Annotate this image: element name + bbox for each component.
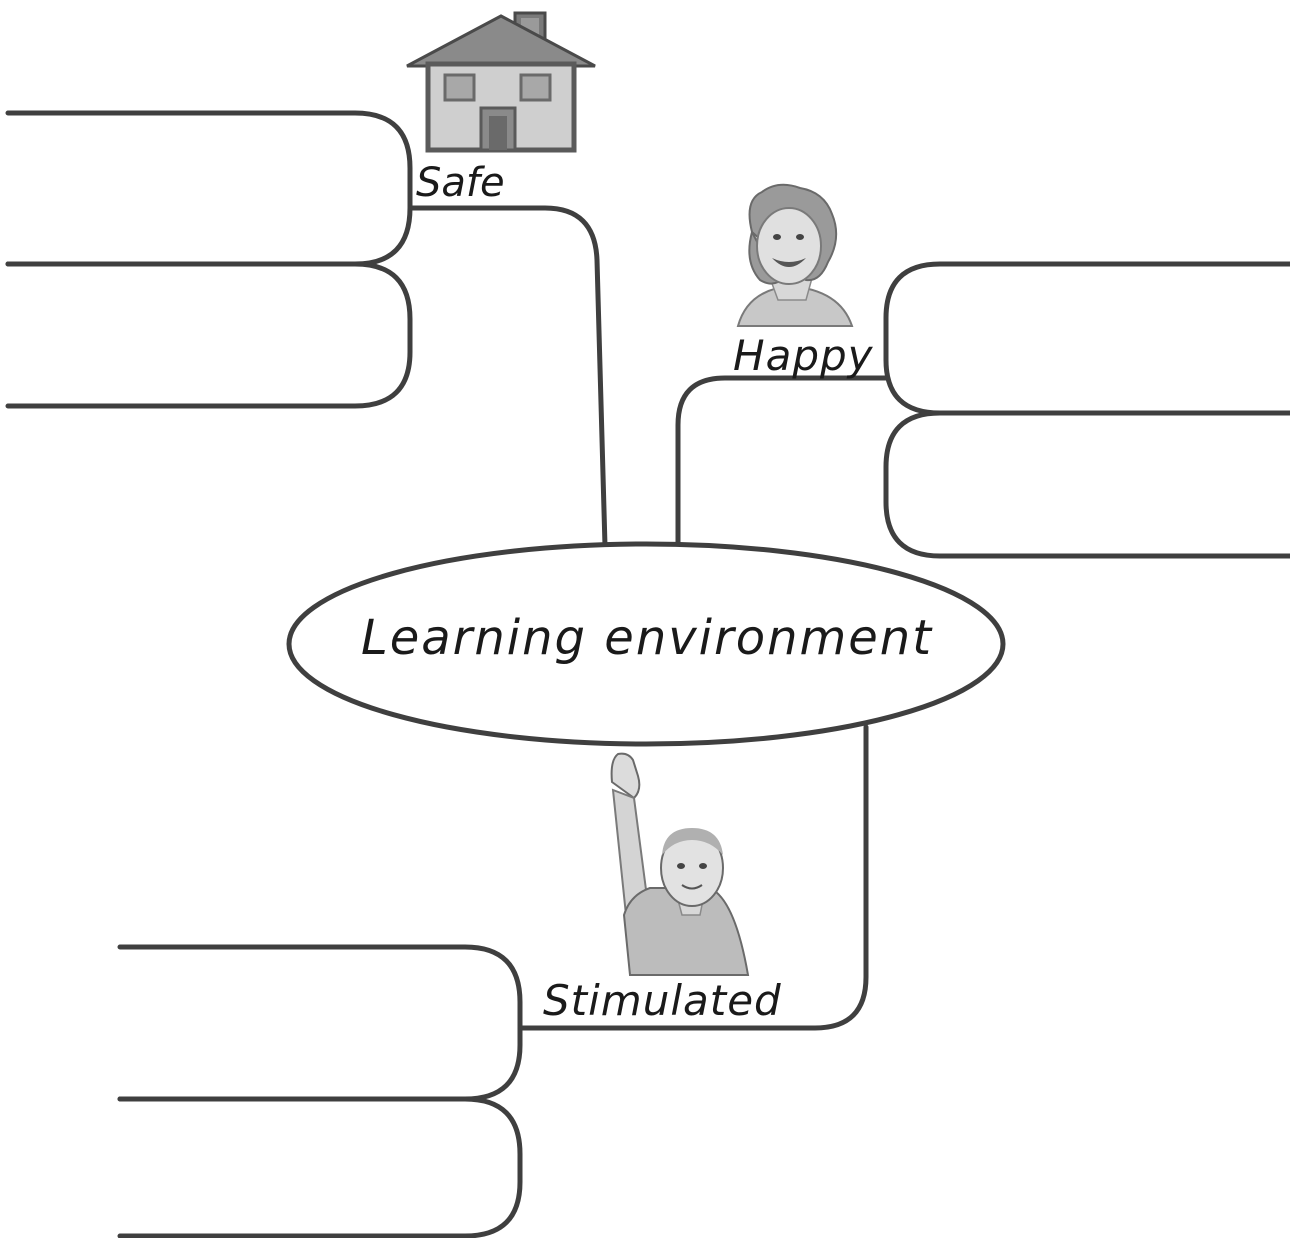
stimulated-box-bottom [117,1096,523,1238]
safe-blank-boxes [5,110,413,409]
safe-connector-line [407,205,608,549]
stimulated-box-top [117,944,523,1102]
branch-label-happy: Happy [733,331,874,380]
branch-label-safe: Safe [416,160,505,206]
safe-box-bottom [5,261,413,409]
central-topic-ellipse [286,541,1006,747]
happy-blank-boxes [883,261,1290,559]
happy-box-bottom [883,410,1290,559]
stimulated-blank-boxes [117,944,523,1238]
stimulated-connector-line [517,724,869,1031]
branch-label-stimulated: Stimulated [543,976,782,1025]
central-topic-label: Learning environment [360,610,934,666]
smiling-girl-icon [736,183,854,327]
safe-box-top [5,110,413,267]
happy-connector-line [675,375,889,548]
happy-box-top [883,261,1290,416]
boy-raising-hand-icon [610,752,750,976]
house-icon [406,11,596,153]
